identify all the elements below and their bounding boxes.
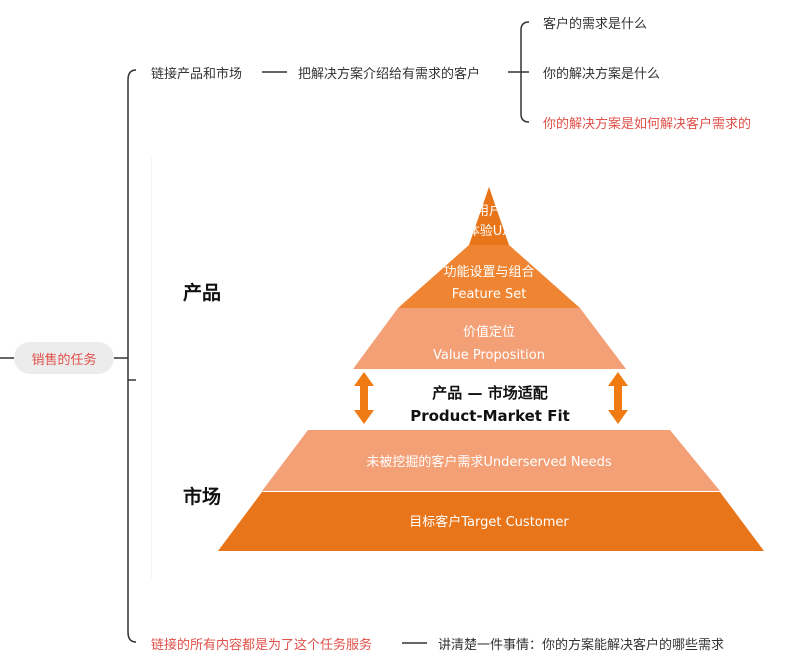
tier-underserved-needs <box>262 430 720 491</box>
tier-value-proposition-line2: Value Proposition <box>433 348 545 363</box>
leaf-customer-needs[interactable]: 客户的需求是什么 <box>543 17 648 32</box>
tier-ux-line1: 用户 <box>476 203 502 219</box>
branch-top[interactable]: 链接产品和市场 <box>151 67 243 82</box>
arrow-right <box>608 372 628 424</box>
leaf-solution[interactable]: 你的解决方案是什么 <box>543 67 661 82</box>
arrow-left <box>354 372 374 424</box>
label-market: 市场 <box>183 486 222 508</box>
image-edge <box>151 158 152 578</box>
branch-top-child[interactable]: 把解决方案介绍给有需求的客户 <box>298 67 481 82</box>
tier-underserved-needs-label: 未被挖掘的客户需求Underserved Needs <box>366 454 612 470</box>
root-node[interactable]: 销售的任务 <box>14 342 114 374</box>
leaf-how-solution-solves[interactable]: 你的解决方案是如何解决客户需求的 <box>543 117 752 132</box>
tier-feature-set-line1: 功能设置与组合 <box>443 265 534 280</box>
fit-en: Product-Market Fit <box>410 407 570 425</box>
branch-bottom[interactable]: 链接的所有内容都是为了这个任务服务 <box>151 638 373 653</box>
fit-cn: 产品 — 市场适配 <box>432 384 547 402</box>
tier-value-proposition <box>353 308 626 369</box>
label-product: 产品 <box>183 282 222 304</box>
tier-value-proposition-line1: 价值定位 <box>463 324 515 340</box>
tier-ux-line2: 体验UX <box>467 223 512 239</box>
tier-target-customer <box>218 492 764 551</box>
branch-bottom-child[interactable]: 讲清楚一件事情：你的方案能解决客户的哪些需求 <box>438 638 725 653</box>
tier-feature-set-line2: Feature Set <box>452 287 527 302</box>
tier-feature-set <box>398 245 580 308</box>
tier-target-customer-label: 目标客户Target Customer <box>409 514 569 530</box>
